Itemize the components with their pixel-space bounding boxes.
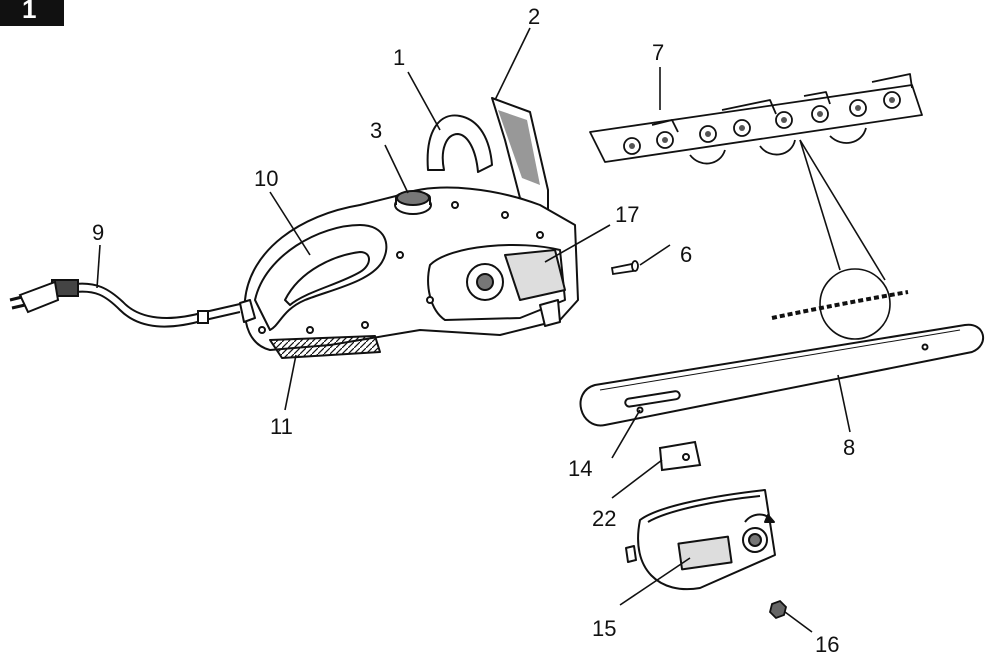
part-labels: 1 2 3 10 9 17 6 7 8 11 14 22 15 16 [92,4,855,657]
label-part-14: 14 [568,456,592,481]
chain-detail-callout [771,139,909,340]
label-part-2: 2 [528,4,540,29]
rubber-grip [269,335,381,359]
label-part-15: 15 [592,616,616,641]
label-part-8: 8 [843,435,855,460]
label-part-3: 3 [370,118,382,143]
chainsaw-body [239,97,579,359]
label-part-22: 22 [592,506,616,531]
rivet [610,260,639,276]
label-part-17: 17 [615,202,639,227]
front-handle [426,114,493,173]
label-part-7: 7 [652,40,664,65]
label-part-16: 16 [815,632,839,657]
label-part-11: 11 [270,414,293,439]
guide-bar [579,323,984,427]
label-part-9: 9 [92,220,104,245]
label-part-1: 1 [393,45,405,70]
saw-chain [589,73,923,165]
figure-number-badge: 1 [0,0,64,26]
sprocket-cover [625,489,776,591]
power-cord [9,279,241,328]
figure-number: 1 [22,0,37,24]
label-part-10: 10 [254,166,278,191]
nut [769,599,787,620]
leader-lines [96,27,851,633]
label-part-6: 6 [680,242,692,267]
plate [658,440,702,472]
